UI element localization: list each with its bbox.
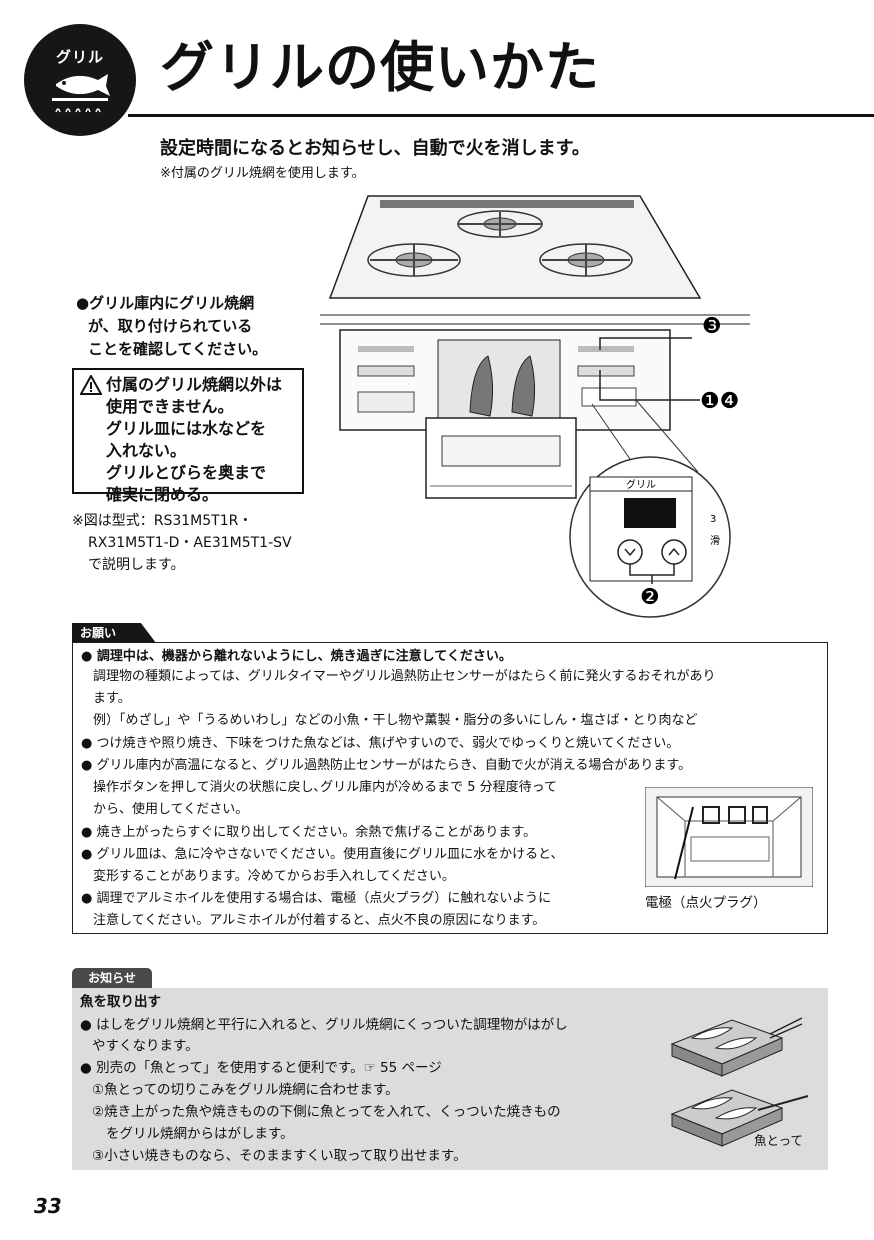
- request-line: 調理物の種類によっては、グリルタイマーやグリル過熱防止センサーがはたらく前に発火…: [93, 669, 716, 684]
- caution-line: 確実に閉める。: [106, 485, 219, 504]
- page-number: 33: [34, 1194, 62, 1218]
- request-line: ます。: [93, 691, 131, 706]
- notice-line: ①魚とっての切りこみをグリル焼網に合わせます。: [92, 1082, 399, 1098]
- fish-icon: [52, 74, 110, 113]
- check-line: が、取り付けられている: [88, 317, 253, 335]
- caution-line: 付属のグリル焼網以外は: [106, 375, 283, 394]
- page-title: グリルの使いかた: [160, 36, 600, 99]
- request-line: 変形することがあります。冷めてからお手入れしてください。: [93, 869, 455, 884]
- down-button[interactable]: [617, 539, 643, 565]
- notice-line: ③小さい焼きものなら、そのまますくい取って取り出せます。: [92, 1148, 467, 1164]
- up-button[interactable]: [661, 539, 687, 565]
- side-mark: 3: [710, 514, 716, 525]
- check-line: ことを確認してください。: [88, 340, 268, 358]
- callout-3: ❸: [702, 314, 722, 339]
- caution-line: 入れない。: [106, 441, 187, 460]
- request-line: ● つけ焼きや照り焼き、下味をつけた魚などは、焦げやすいので、弱火でゆっくりと焼…: [81, 736, 680, 751]
- notice-heading: 魚を取り出す: [80, 994, 161, 1010]
- caution-line: グリルとびらを奥まで: [106, 463, 267, 482]
- notice-tab: お知らせ: [72, 968, 152, 988]
- model-line: RX31M5T1-D・AE31M5T1-SV: [88, 535, 292, 551]
- intro-note: ※付属のグリル焼網を使用します。: [160, 166, 365, 181]
- check-note: ●グリル庫内にグリル焼網 が、取り付けられている ことを確認してください。: [76, 292, 296, 361]
- request-line: 注意してください。アルミホイルが付着すると、点火不良の原因になります。: [93, 913, 546, 928]
- callout-1-4: ❶❹: [700, 389, 739, 414]
- notice-line: ②焼き上がった魚や焼きものの下側に魚とってを入れて、くっついた焼きもの: [92, 1104, 561, 1120]
- callout-2: ❷: [640, 585, 660, 610]
- request-line: ● 調理でアルミホイルを使用する場合は、電極（点火プラグ）に触れないように: [81, 891, 552, 906]
- request-line: 操作ボタンを押して消火の状態に戻し､グリル庫内が冷めるまで 5 分程度待って: [93, 780, 557, 795]
- model-line: ※図は型式：RS31M5T1R・: [72, 513, 253, 529]
- grill-net-illustration: [670, 1017, 809, 1147]
- title-rule: [128, 114, 874, 117]
- grill-interior-photo: [645, 787, 813, 887]
- electrode-label: 電極（点火プラグ）: [645, 895, 767, 911]
- notice-line: やすくなります。: [92, 1038, 199, 1054]
- request-line: 例）「めざし」や「うるめいわし」などの小魚・干し物や薫製・脂分の多いにしん・塩さ…: [93, 713, 698, 728]
- stove-illustration: ❸ ❶❹ グリル 3 滑 ❷: [320, 195, 750, 618]
- request-box: ● 調理中は、機器から離れないようにし、焼き過ぎに注意してください。 調理物の種…: [72, 642, 828, 934]
- warning-icon: [80, 375, 102, 395]
- notice-line: ● 別売の「魚とって」を使用すると便利です。☞ 55 ページ: [80, 1060, 442, 1076]
- grill-drawer: [425, 339, 577, 499]
- notice-line: をグリル焼網からはがします。: [106, 1126, 294, 1142]
- fish-lifter-label: 魚とって: [754, 1133, 804, 1148]
- request-tab: お願い: [72, 623, 156, 643]
- request-line: ● グリル皿は、急に冷やさないでください。使用直後にグリル皿に水をかけると、: [81, 847, 564, 862]
- request-line: ● 焼き上がったらすぐに取り出してください。余熱で焦げることがあります。: [81, 825, 537, 840]
- model-line: で説明します。: [88, 557, 185, 573]
- check-line: ●グリル庫内にグリル焼網: [76, 294, 255, 312]
- panel-label: グリル: [626, 478, 656, 491]
- intro-main: 設定時間になるとお知らせし、自動で火を消します。: [160, 138, 590, 159]
- request-line: から、使用してください。: [93, 802, 249, 817]
- badge-label: グリル: [55, 48, 104, 66]
- caution-line: グリル皿には水などを: [106, 419, 267, 438]
- side-mark: 滑: [710, 535, 720, 547]
- caution-line: 使用できません。: [106, 397, 234, 416]
- request-line: ● 調理中は、機器から離れないようにし、焼き過ぎに注意してください。: [81, 649, 512, 664]
- request-line: ● グリル庫内が高温になると、グリル過熱防止センサーがはたらき、自動で火が消える…: [81, 758, 692, 773]
- caution-box: 付属のグリル焼網以外は 使用できません。 グリル皿には水などを 入れない。 グリ…: [72, 368, 304, 504]
- grill-badge: グリル: [24, 24, 136, 136]
- notice-box: 魚を取り出す ● はしをグリル焼網と平行に入れると、グリル焼網にくっついた調理物…: [72, 988, 828, 1170]
- notice-line: ● はしをグリル焼網と平行に入れると、グリル焼網にくっついた調理物がはがし: [80, 1017, 568, 1033]
- cooktop: [328, 195, 702, 299]
- model-note: ※図は型式：RS31M5T1R・ RX31M5T1-D・AE31M5T1-SV …: [72, 510, 332, 576]
